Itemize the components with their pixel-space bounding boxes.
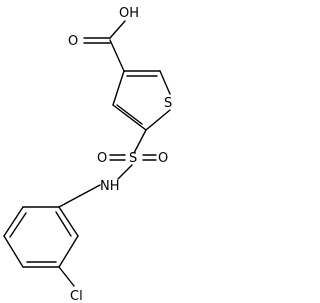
bond-benzene-5 [58, 235, 79, 268]
bond-ring-c5-c4 [112, 104, 147, 131]
bond-ring-c5-c4-inner [116, 104, 143, 125]
atom-label-carbonyl-o: O [68, 34, 78, 49]
atom-label-oh: OH [119, 6, 139, 21]
molecule-drawing: OH O S O S O NH Cl [3, 6, 172, 303]
atom-label-nh: NH [100, 179, 120, 194]
bond-nh-phenyl [58, 184, 101, 208]
atom-label-sulfonyl-o-left: O [97, 151, 107, 166]
atom-label-cl: Cl [70, 289, 83, 303]
bond-sulfonyl-nh [117, 164, 133, 180]
bond-benzene-3 [3, 235, 24, 268]
bond-c5-sulfonyl [133, 129, 147, 154]
atom-label-ring-s: S [164, 96, 172, 111]
bond-c-ring [109, 39, 125, 72]
bond-benzene-6 [58, 206, 79, 237]
bond-ring-c2-s [159, 70, 171, 95]
atom-label-sulfonyl-o-right: O [158, 151, 168, 166]
bond-benzene-inner-a [9, 212, 27, 238]
bond-c-cl [58, 266, 75, 287]
bond-benzene-inner-c [55, 211, 72, 237]
bond-benzene-2 [3, 206, 24, 237]
structure-canvas: OH O S O S O NH Cl [3, 6, 173, 303]
bond-c-oh [109, 20, 126, 39]
bond-ring-c4-c3 [112, 70, 125, 106]
atom-label-sulfonyl-s: S [129, 151, 137, 166]
bond-ring-s-c5 [145, 109, 171, 131]
